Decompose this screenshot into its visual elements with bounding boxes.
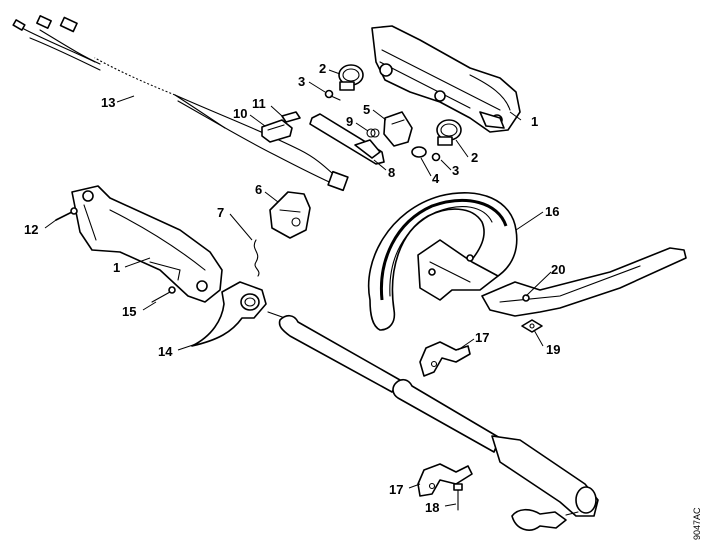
- clamp-17-lower: [417, 463, 473, 497]
- callout-20: 20: [551, 262, 565, 277]
- callout-3-upper: 3: [298, 74, 305, 89]
- handle-housing-right: [371, 25, 521, 133]
- handle-housing-left: [71, 185, 223, 303]
- callout-10: 10: [233, 106, 247, 121]
- callout-19: 19: [546, 342, 560, 357]
- callout-2-lower: 2: [471, 150, 478, 165]
- callout-11: 11: [252, 96, 266, 111]
- screw-12: [55, 207, 78, 221]
- callout-2-upper: 2: [319, 61, 326, 76]
- callout-8: 8: [388, 165, 395, 180]
- callout-15: 15: [122, 304, 136, 319]
- barrier-bar: [481, 247, 687, 317]
- callout-13: 13: [101, 95, 115, 110]
- leader-lines: [44, 69, 552, 507]
- callout-17-lower: 17: [389, 482, 403, 497]
- callout-5: 5: [363, 102, 370, 117]
- retaining-ring: [411, 146, 427, 158]
- clamp-lower: [431, 119, 462, 162]
- hand-guard-14: [191, 281, 267, 347]
- throttle-trigger: [309, 113, 385, 165]
- callout-labels: 13 11 10 3 2 5 9 1 2 3 4 8 6 7 12 1 15 1…: [24, 61, 565, 515]
- callout-4: 4: [432, 171, 440, 186]
- wiring-harness: [12, 15, 349, 192]
- callout-9: 9: [346, 114, 353, 129]
- callout-16: 16: [545, 204, 559, 219]
- callout-14: 14: [158, 344, 173, 359]
- callout-1-lower: 1: [113, 260, 120, 275]
- callout-12: 12: [24, 222, 38, 237]
- callout-7: 7: [217, 205, 224, 220]
- torsion-spring-7: [253, 239, 260, 277]
- screw-18: [453, 483, 463, 511]
- drawing-number: 9047AC: [692, 507, 702, 540]
- drive-tube: [267, 311, 599, 531]
- screw-15: [151, 286, 176, 303]
- callout-3-lower: 3: [452, 163, 459, 178]
- callout-6: 6: [255, 182, 262, 197]
- callout-17-upper: 17: [475, 330, 489, 345]
- clamp-upper: [324, 64, 364, 101]
- callout-1-upper: 1: [531, 114, 538, 129]
- loop-handle: [367, 192, 518, 331]
- short-circuit-switch: [269, 191, 311, 239]
- torsion-spring-9: [366, 128, 380, 138]
- interlock-lever: [383, 111, 413, 147]
- callout-18: 18: [425, 500, 439, 515]
- switch-contact-parts: [261, 111, 301, 143]
- square-nut: [521, 319, 543, 333]
- clamp-17-upper: [419, 341, 471, 377]
